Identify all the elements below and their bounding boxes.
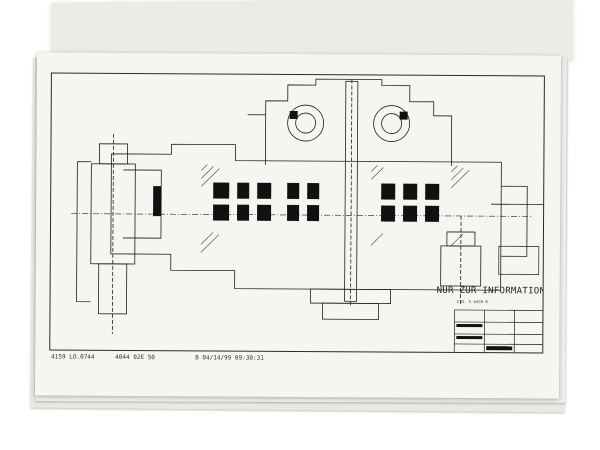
technical-drawing-frame: NUR ZUR INFORMATION Z.N. 5 4450 B <box>49 72 545 354</box>
information-note: NUR ZUR INFORMATION <box>436 285 545 297</box>
print-timestamp: B 04/14/99 09:30:31 <box>195 354 264 362</box>
drawing-reference: Z.N. 5 4450 B <box>456 298 488 305</box>
gearbox-cross-section-drawing <box>71 78 545 354</box>
drawing-code: 4044 02E 50 <box>115 353 155 362</box>
drawing-code: 4159 LO.0744 <box>51 353 95 361</box>
document-page: NUR ZUR INFORMATION Z.N. 5 4450 B 4159 L… <box>34 52 562 399</box>
